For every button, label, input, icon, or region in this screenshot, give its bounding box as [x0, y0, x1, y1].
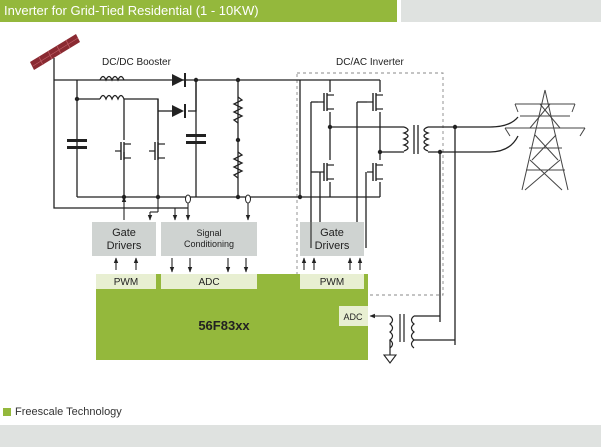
dcac-boundary — [296, 72, 444, 296]
signal-conditioning-line2: Conditioning — [184, 239, 234, 249]
header-band — [401, 0, 601, 22]
gate-drivers-left-line1: Gate — [112, 227, 136, 239]
adc-side-label: ADC — [343, 312, 363, 322]
solar-panel-icon — [30, 34, 80, 70]
gate-drivers-right-line1: Gate — [320, 227, 344, 239]
footer-band — [0, 425, 601, 447]
header-title: Inverter for Grid-Tied Residential (1 - … — [0, 0, 397, 22]
adc-mid-label: ADC — [198, 277, 219, 288]
pwm-right-label: PWM — [320, 277, 344, 288]
signal-conditioning-line1: Signal — [196, 228, 221, 238]
transmission-tower-icon — [504, 89, 586, 191]
pwm-left-label: PWM — [114, 277, 138, 288]
legend-swatch — [3, 408, 11, 416]
dcac-label: DC/AC Inverter — [336, 57, 404, 68]
gate-drivers-right-line2: Drivers — [315, 240, 350, 252]
legend-label: Freescale Technology — [15, 406, 122, 418]
gate-drivers-left-line2: Drivers — [107, 240, 142, 252]
chip-label: 56F83xx — [198, 318, 250, 333]
dcdc-label: DC/DC Booster — [102, 57, 172, 68]
